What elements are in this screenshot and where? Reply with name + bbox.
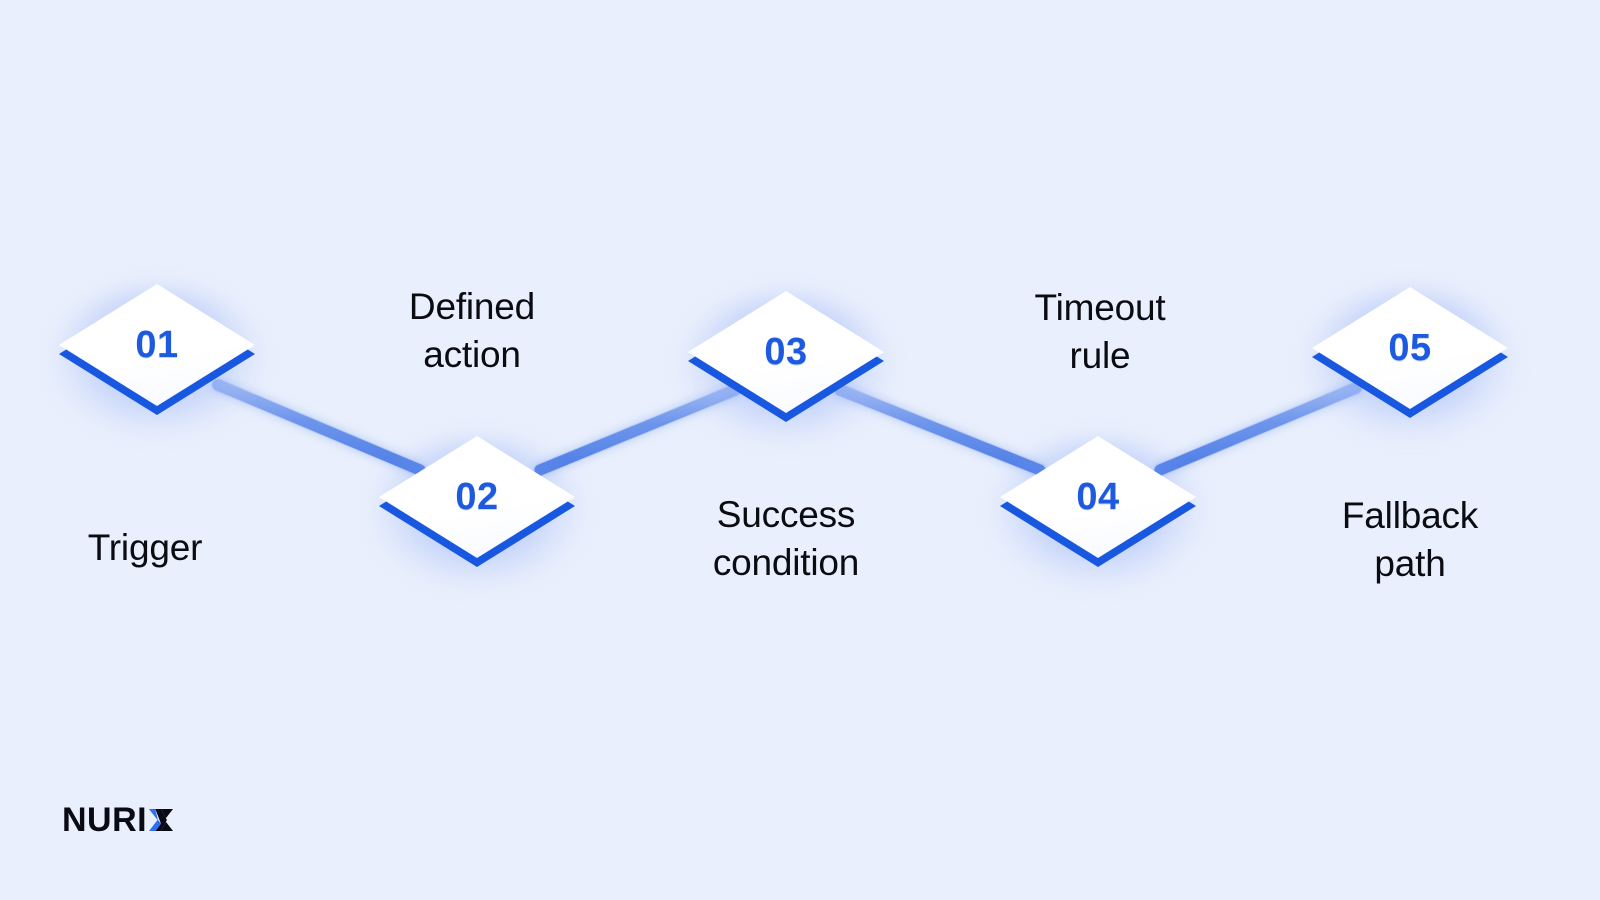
node-label-02: Defined action [408, 286, 536, 375]
node-number: 04 [1076, 476, 1120, 518]
node-number: 05 [1388, 327, 1432, 369]
logo-text-part: NURI [62, 801, 148, 839]
flow-node-03[interactable]: 03 [681, 291, 891, 442]
flow-node-01[interactable]: 01 [52, 284, 262, 435]
node-label-01: Trigger [87, 527, 203, 568]
node-number: 01 [135, 324, 179, 366]
node-number: 02 [455, 476, 499, 518]
node-label-04: Timeout rule [1034, 287, 1166, 376]
node-label-05: Fallback path [1341, 495, 1479, 584]
flow-node-04[interactable]: 04 [993, 436, 1203, 587]
logo-x-icon [148, 807, 174, 833]
nurix-logo: NURI [62, 800, 174, 840]
logo-wordmark: NURI [62, 803, 174, 837]
node-label-03: Success condition [712, 494, 860, 583]
flow-node-02[interactable]: 02 [372, 436, 582, 587]
flow-node-05[interactable]: 05 [1305, 287, 1515, 438]
node-number: 03 [764, 331, 808, 373]
